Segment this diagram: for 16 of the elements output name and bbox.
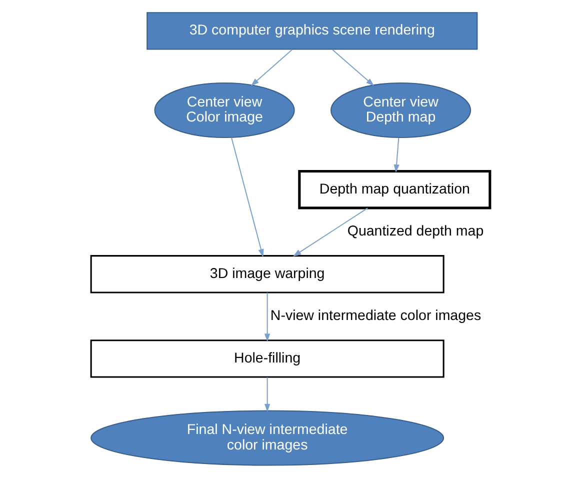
arrow [264,292,270,342]
node-ellipse: Center view Depth map [330,82,472,138]
node-box: Hole-filling [90,340,444,378]
edge-label: N-view intermediate color images [270,308,482,324]
edge-label: Quantized depth map [347,224,484,240]
node-box: 3D image warping [90,255,444,294]
arrow [250,49,293,86]
node-box: 3D computer graphics scene rendering [146,12,478,50]
node-ellipse: Center view Color image [154,82,295,138]
node-box: Depth map quantization [298,170,492,210]
arrow [293,208,368,256]
arrow [332,49,374,86]
arrow [394,138,400,173]
arrow [231,138,264,258]
arrow [264,377,270,412]
node-ellipse: Final N-view intermediate color images [90,410,444,466]
